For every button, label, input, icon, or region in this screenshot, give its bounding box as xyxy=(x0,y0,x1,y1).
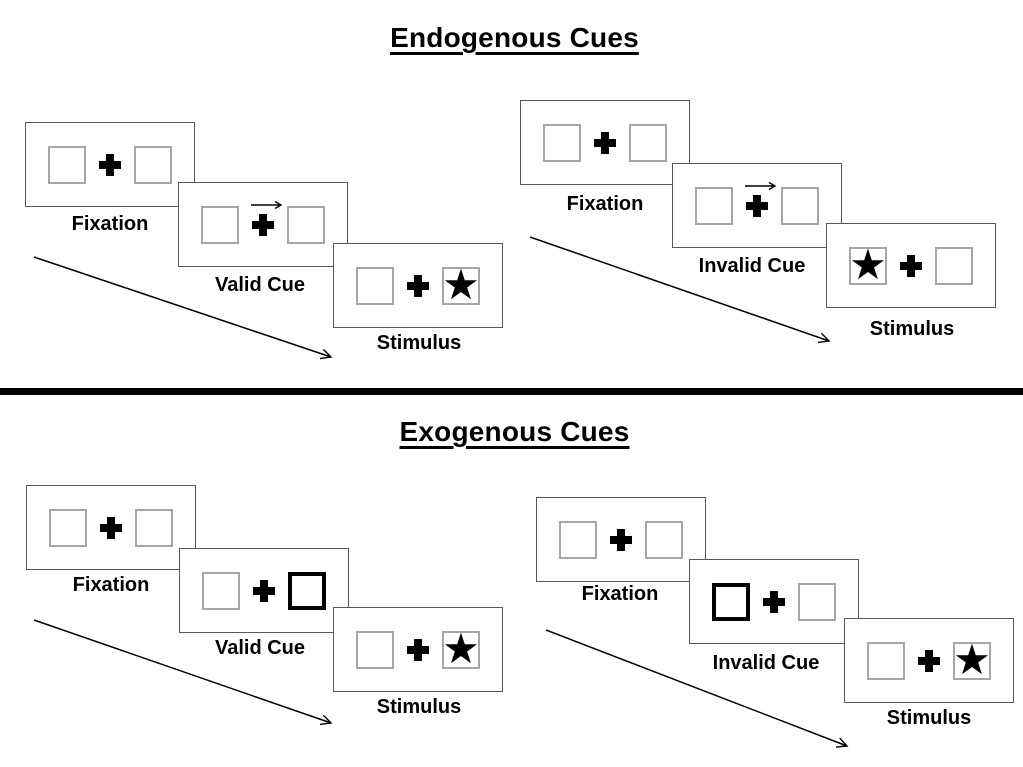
left-placeholder-box xyxy=(202,571,240,610)
left-target-box: ★ xyxy=(849,240,887,288)
right-placeholder-box xyxy=(135,508,173,547)
endo-invalid-fixation-panel xyxy=(520,100,690,185)
right-arrow-cue-icon xyxy=(745,181,777,190)
left-placeholder-box xyxy=(559,520,597,559)
right-target-box: ★ xyxy=(953,635,991,683)
right-placeholder-box xyxy=(287,205,325,244)
left-placeholder-box xyxy=(356,266,394,305)
sequence-arrow-endo-invalid xyxy=(529,236,829,341)
step-label-stimulus: Stimulus xyxy=(869,318,955,340)
left-placeholder-box xyxy=(695,186,733,225)
section-divider xyxy=(0,388,1023,395)
star-stimulus-icon: ★ xyxy=(442,624,480,672)
fixation-cross-icon xyxy=(594,131,616,154)
fixation-cross-icon xyxy=(251,200,283,236)
left-highlighted-cue-box xyxy=(712,582,750,621)
right-placeholder-box xyxy=(629,123,667,162)
fixation-cross-icon xyxy=(610,528,632,551)
exo-valid-fixation-panel xyxy=(26,485,196,570)
fixation-cross-icon xyxy=(253,579,275,602)
left-placeholder-box xyxy=(356,630,394,669)
exo-valid-cue-panel xyxy=(179,548,349,633)
fixation-cross-icon xyxy=(407,638,429,661)
step-label-fixation: Fixation xyxy=(566,193,644,215)
step-label-stimulus: Stimulus xyxy=(886,707,972,729)
endo-invalid-cue-panel xyxy=(672,163,842,248)
step-label-cue: Invalid Cue xyxy=(698,255,806,277)
star-stimulus-icon: ★ xyxy=(442,260,480,308)
sequence-arrow-endo-valid xyxy=(33,256,331,357)
exogenous-section-title: Exogenous Cues xyxy=(399,416,630,447)
star-stimulus-icon: ★ xyxy=(849,240,887,288)
exo-invalid-fixation-panel xyxy=(536,497,706,582)
fixation-cross-icon xyxy=(407,274,429,297)
endo-invalid-stimulus-panel: ★ xyxy=(826,223,996,308)
step-label-fixation: Fixation xyxy=(581,583,659,605)
fixation-cross-icon xyxy=(745,181,777,217)
exo-valid-stimulus-panel: ★ xyxy=(333,607,503,692)
right-highlighted-cue-box xyxy=(288,571,326,610)
step-label-cue: Valid Cue xyxy=(214,637,306,659)
endogenous-section-title: Endogenous Cues xyxy=(390,22,639,53)
left-placeholder-box xyxy=(49,508,87,547)
exo-invalid-stimulus-panel: ★ xyxy=(844,618,1014,703)
right-arrow-cue-icon xyxy=(251,200,283,209)
fixation-cross-icon xyxy=(100,516,122,539)
step-label-cue: Valid Cue xyxy=(214,274,306,296)
star-stimulus-icon: ★ xyxy=(953,635,991,683)
left-placeholder-box xyxy=(201,205,239,244)
right-target-box: ★ xyxy=(442,260,480,308)
left-placeholder-box xyxy=(867,641,905,680)
endo-valid-cue-panel xyxy=(178,182,348,267)
fixation-cross-icon xyxy=(99,153,121,176)
right-placeholder-box xyxy=(134,145,172,184)
step-label-fixation: Fixation xyxy=(72,574,150,596)
fixation-cross-icon xyxy=(763,590,785,613)
step-label-cue: Invalid Cue xyxy=(712,652,820,674)
right-placeholder-box xyxy=(935,246,973,285)
exo-invalid-cue-panel xyxy=(689,559,859,644)
right-placeholder-box xyxy=(645,520,683,559)
fixation-cross-icon xyxy=(918,649,940,672)
right-target-box: ★ xyxy=(442,624,480,672)
sequence-arrow-exo-invalid xyxy=(545,629,847,746)
left-placeholder-box xyxy=(48,145,86,184)
step-label-stimulus: Stimulus xyxy=(376,696,462,718)
step-label-stimulus: Stimulus xyxy=(376,332,462,354)
fixation-cross-icon xyxy=(900,254,922,277)
step-label-fixation: Fixation xyxy=(71,213,149,235)
endo-valid-stimulus-panel: ★ xyxy=(333,243,503,328)
right-placeholder-box xyxy=(781,186,819,225)
left-placeholder-box xyxy=(543,123,581,162)
endo-valid-fixation-panel xyxy=(25,122,195,207)
right-placeholder-box xyxy=(798,582,836,621)
